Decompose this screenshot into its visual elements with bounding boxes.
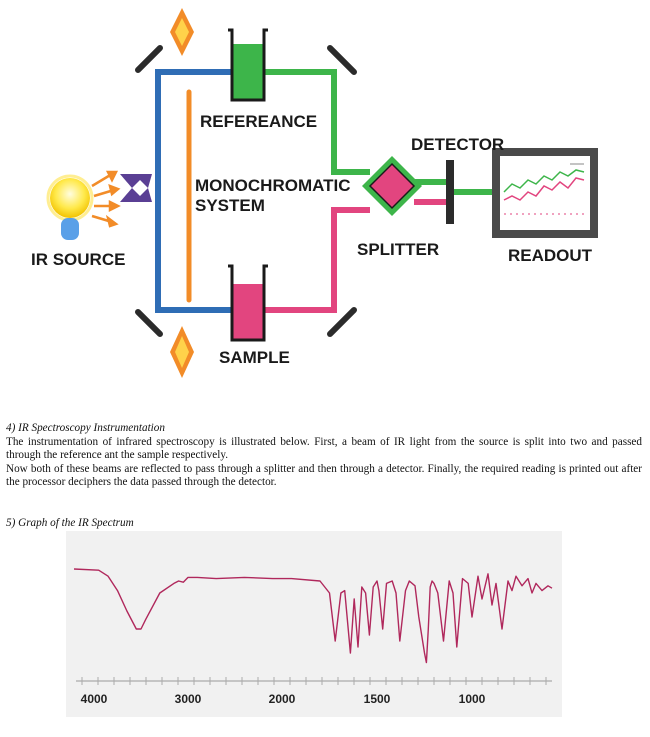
ir-spectrum-chart: 4000 3000 2000 1500 1000: [66, 531, 562, 717]
readout-monitor-icon: [492, 148, 598, 238]
sample-label: SAMPLE: [219, 348, 290, 367]
section-4-text: 4) IR Spectroscopy Instrumentation The i…: [6, 422, 642, 490]
mirror-icon: [135, 45, 357, 337]
section-4-title: 4) IR Spectroscopy Instrumentation: [6, 422, 165, 434]
readout-label: READOUT: [508, 246, 593, 265]
x-tick-label: 4000: [81, 692, 108, 706]
ir-rays-icon: [91, 170, 121, 228]
monochromatic-label-line2: SYSTEM: [195, 196, 265, 215]
ir-source-label: IR SOURCE: [31, 250, 125, 269]
section-4-paragraph-1: The instrumentation of infrared spectros…: [6, 435, 642, 462]
plot-background: [66, 531, 562, 717]
splitter-label: SPLITTER: [357, 240, 439, 259]
detector-icon: [446, 160, 454, 224]
blue-beam-path: [155, 69, 232, 313]
sample-cell-icon: [228, 264, 268, 342]
x-tick-label: 1000: [459, 692, 486, 706]
x-tick-label: 2000: [269, 692, 296, 706]
section-5-title: 5) Graph of the IR Spectrum: [6, 517, 134, 529]
spectrum-series-line: [73, 568, 553, 664]
top-flame-icon: [170, 8, 194, 56]
ir-source-bulb-icon: [46, 174, 94, 240]
x-tick-label: 1500: [364, 692, 391, 706]
green-beam-path: [264, 69, 370, 175]
prism-icon: [120, 174, 152, 202]
reference-cell-icon: [228, 28, 268, 102]
splitter-icon: [362, 156, 422, 216]
pink-beam-path: [264, 207, 370, 313]
ir-instrumentation-diagram: REFEREANCE MONOCHROMATIC SYSTEM DETECTOR…: [31, 8, 598, 378]
x-tick-label: 3000: [175, 692, 202, 706]
detector-label: DETECTOR: [411, 135, 504, 154]
section-4-paragraph-2: Now both of these beams are reflected to…: [6, 462, 642, 489]
monochromatic-label-line1: MONOCHROMATIC: [195, 176, 351, 195]
reference-label: REFEREANCE: [200, 112, 317, 131]
bottom-flame-icon: [170, 326, 194, 378]
